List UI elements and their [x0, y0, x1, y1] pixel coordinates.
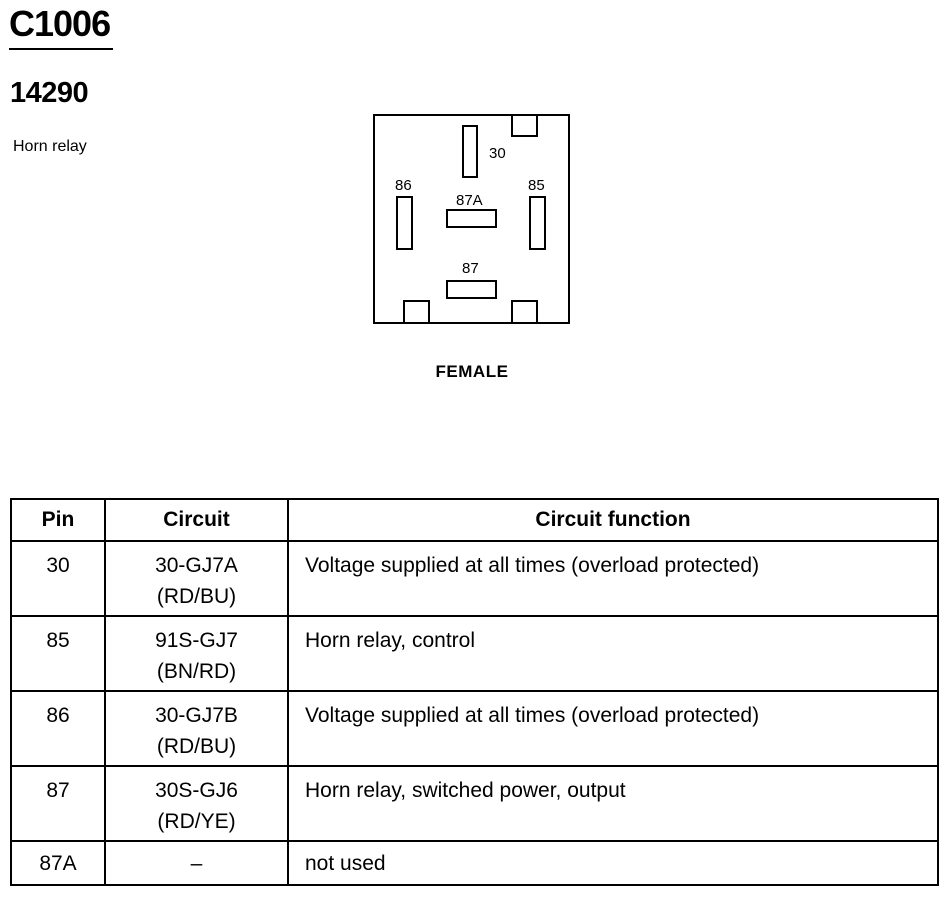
function-cell: Voltage supplied at all times (overload …: [287, 690, 939, 767]
wire-color: (RD/BU): [156, 585, 237, 608]
wire-color: (RD/BU): [156, 735, 237, 758]
table-row: 30 30-GJ7A (RD/BU) Voltage supplied at a…: [10, 540, 939, 617]
circuit-code: 30-GJ7B: [155, 704, 238, 727]
table-row: 87 30S-GJ6 (RD/YE) Horn relay, switched …: [10, 765, 939, 842]
pin-86-label: 86: [395, 177, 412, 194]
circuit-cell: 30-GJ7A (RD/BU): [104, 540, 289, 617]
pin-86-cavity: [396, 196, 413, 250]
circuit-code: –: [190, 852, 203, 875]
pin-cell: 87A: [10, 840, 106, 886]
circuit-code: 91S-GJ7: [155, 629, 238, 652]
pin-cell: 85: [10, 615, 106, 692]
connector-face-diagram: 30 86 87A 85 87: [373, 114, 570, 324]
circuit-cell: 30S-GJ6 (RD/YE): [104, 765, 289, 842]
bottom-left-key: [403, 300, 430, 324]
function-cell: Horn relay, control: [287, 615, 939, 692]
pin-cell: 87: [10, 765, 106, 842]
circuit-cell: 91S-GJ7 (BN/RD): [104, 615, 289, 692]
bottom-right-key: [511, 300, 538, 324]
pin-87-label: 87: [462, 260, 479, 277]
table-row: 87A – not used: [10, 840, 939, 886]
wire-color: (BN/RD): [156, 660, 237, 683]
function-cell: Voltage supplied at all times (overload …: [287, 540, 939, 617]
pin-85-label: 85: [528, 177, 545, 194]
wire-color: (RD/YE): [157, 810, 236, 833]
circuit-code: 30S-GJ6: [155, 779, 238, 802]
pin-cell: 30: [10, 540, 106, 617]
circuit-cell: 30-GJ7B (RD/BU): [104, 690, 289, 767]
circuit-column-header: Circuit: [104, 498, 289, 542]
part-number: 14290: [10, 77, 89, 109]
pin-87a-label: 87A: [456, 192, 483, 209]
table-header-row: Pin Circuit Circuit function: [10, 498, 939, 542]
pin-85-cavity: [529, 196, 546, 250]
pin-87a-cavity: [446, 209, 497, 228]
pin-87-cavity: [446, 280, 497, 299]
pin-cell: 86: [10, 690, 106, 767]
circuit-code: 30-GJ7A: [155, 554, 238, 577]
circuit-cell: –: [104, 840, 289, 886]
pin-30-cavity: [462, 125, 478, 178]
pin-table: Pin Circuit Circuit function 30 30-GJ7A …: [10, 498, 939, 886]
function-cell: not used: [287, 840, 939, 886]
connector-id: C1006: [9, 3, 111, 44]
table-row: 85 91S-GJ7 (BN/RD) Horn relay, control: [10, 615, 939, 692]
connector-id-underline: [9, 48, 113, 50]
connector-description: Horn relay: [13, 138, 87, 155]
pin-30-label: 30: [489, 145, 506, 162]
pin-column-header: Pin: [10, 498, 106, 542]
function-column-header: Circuit function: [287, 498, 939, 542]
top-key: [511, 114, 538, 137]
function-cell: Horn relay, switched power, output: [287, 765, 939, 842]
table-row: 86 30-GJ7B (RD/BU) Voltage supplied at a…: [10, 690, 939, 767]
connector-gender-label: FEMALE: [435, 362, 509, 381]
